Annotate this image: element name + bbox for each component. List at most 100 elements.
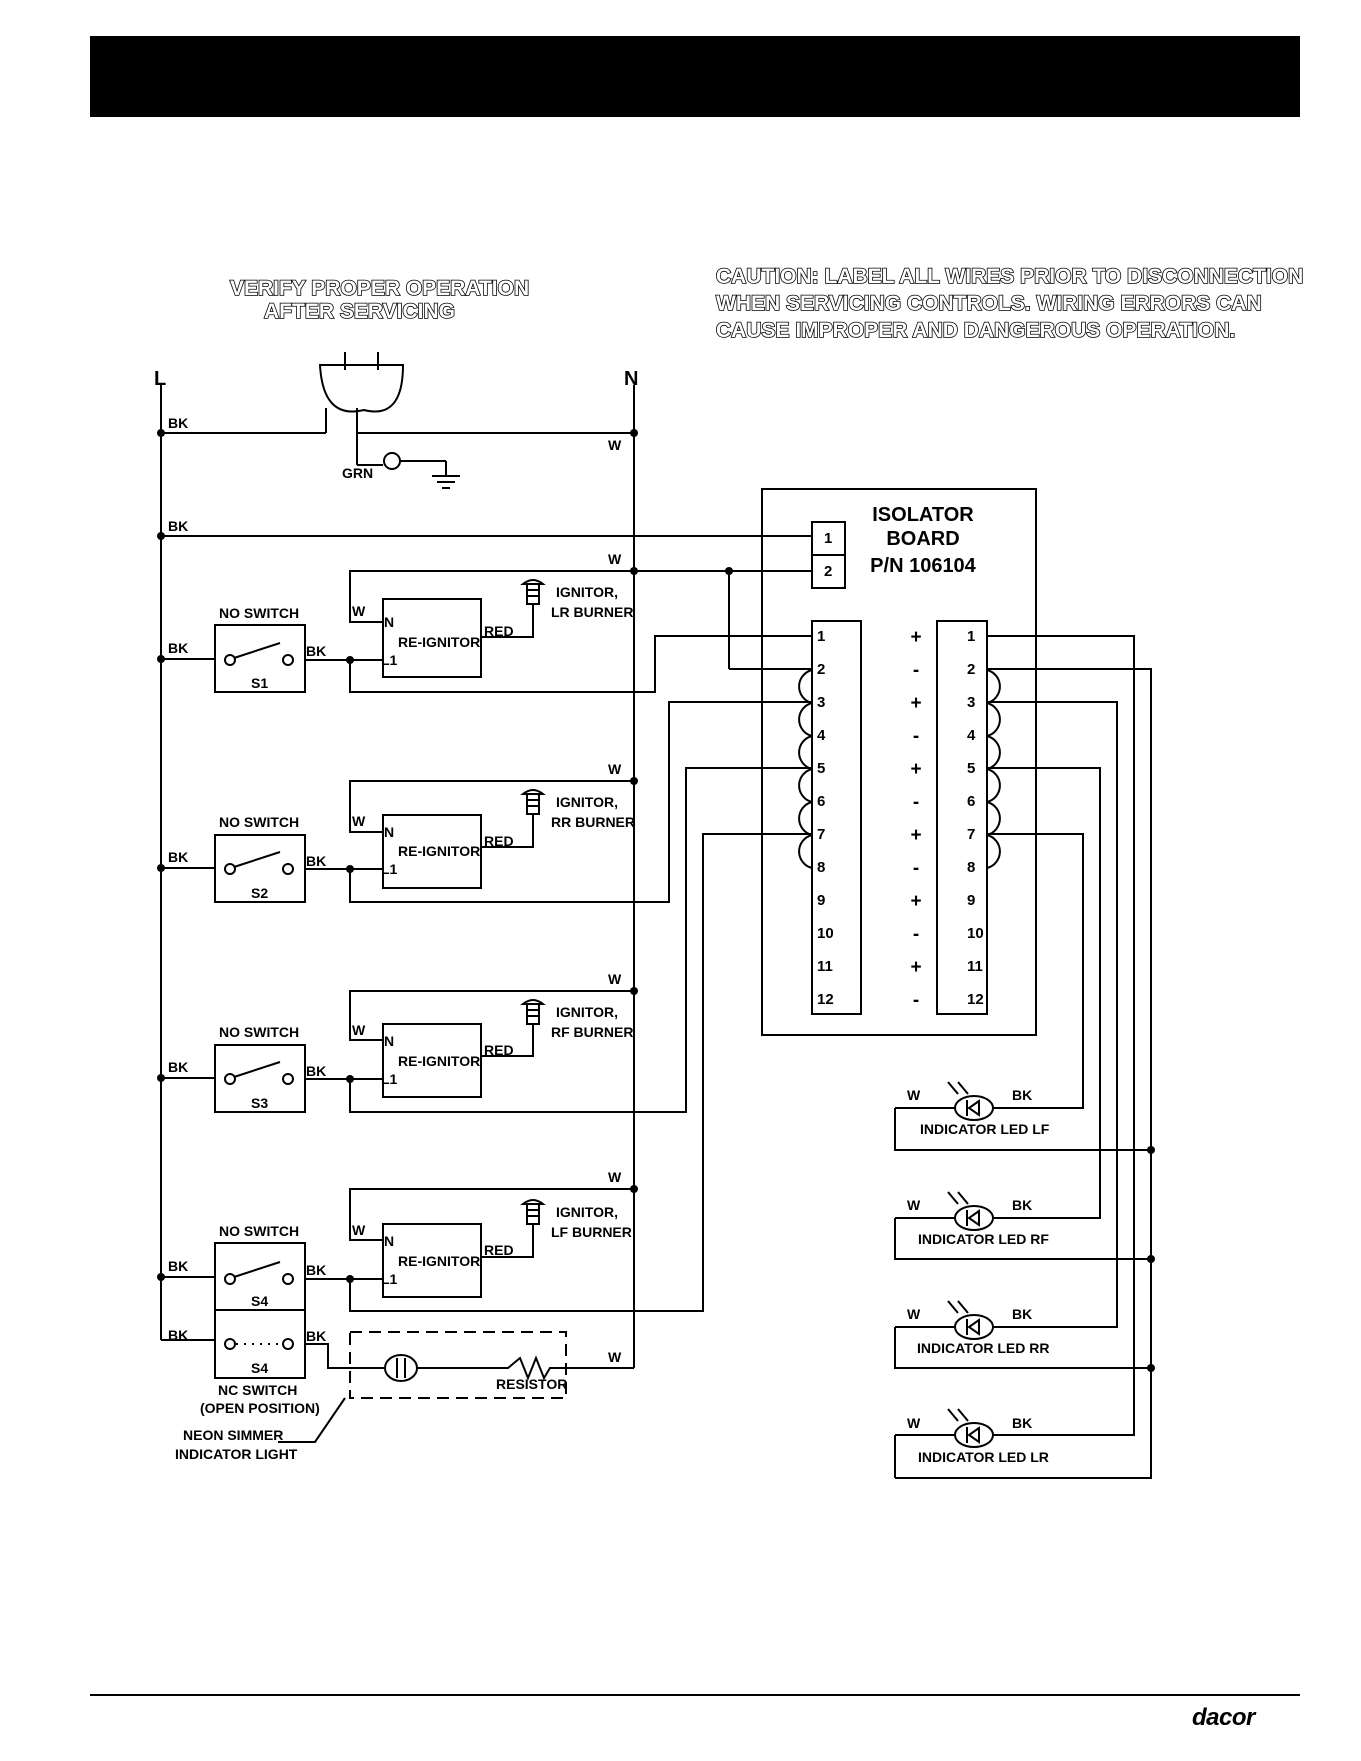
led-icon bbox=[947, 1191, 994, 1231]
ignitor-label: LF BURNER bbox=[551, 1224, 632, 1240]
reignitor-pin-n: N bbox=[384, 1233, 394, 1249]
wire-label: BK bbox=[306, 643, 326, 659]
right-terminal: 9 bbox=[967, 892, 975, 909]
reignitor-label: RE-IGNITOR bbox=[398, 1053, 480, 1069]
wiring-lines bbox=[160, 352, 1152, 1479]
ground-label: GRN bbox=[342, 465, 373, 481]
nc-switch-label: NC SWITCH bbox=[218, 1382, 297, 1398]
switch-name: S3 bbox=[251, 1095, 268, 1111]
isolator-part-number: P/N 106104 bbox=[870, 555, 977, 577]
left-terminal: 2 bbox=[817, 661, 825, 678]
wire-label: BK bbox=[306, 1063, 326, 1079]
polarity-mark: + bbox=[910, 627, 921, 648]
wire-label: BK bbox=[1012, 1306, 1032, 1322]
polarity-mark: + bbox=[910, 957, 921, 978]
reignitor-label: RE-IGNITOR bbox=[398, 634, 480, 650]
brand-logo: dacor bbox=[1192, 1704, 1255, 1731]
junction-dots bbox=[157, 429, 1155, 1372]
wire-label: BK bbox=[306, 1328, 326, 1344]
switch-type-label: NO SWITCH bbox=[219, 1223, 299, 1239]
ignitor-label: IGNITOR, bbox=[556, 1004, 618, 1020]
right-terminal: 4 bbox=[967, 727, 976, 744]
caution-note-line1: CAUTION: LABEL ALL WIRES PRIOR TO DISCON… bbox=[716, 265, 1303, 288]
polarity-mark: - bbox=[913, 792, 919, 813]
ignitor-icon bbox=[520, 579, 546, 605]
wire-label: RED bbox=[484, 1042, 514, 1058]
polarity-mark: - bbox=[913, 660, 919, 681]
led-icon bbox=[947, 1081, 994, 1121]
wire-label: W bbox=[352, 1022, 366, 1038]
left-terminal: 5 bbox=[817, 760, 825, 777]
left-terminal: 6 bbox=[817, 793, 825, 810]
left-terminal: 12 bbox=[817, 991, 834, 1008]
wire-label: W bbox=[352, 1222, 366, 1238]
ignitor-icon bbox=[520, 789, 546, 815]
caution-note-line3: CAUSE IMPROPER AND DANGEROUS OPERATION. bbox=[716, 319, 1235, 342]
wire-label: W bbox=[608, 551, 622, 567]
right-terminal: 12 bbox=[967, 991, 984, 1008]
polarity-mark: - bbox=[913, 990, 919, 1011]
wire-label: BK bbox=[168, 640, 188, 656]
led-icon bbox=[947, 1300, 994, 1340]
right-terminal: 2 bbox=[967, 661, 975, 678]
isolator-subtitle: BOARD bbox=[886, 528, 959, 550]
led-label-rr: INDICATOR LED RR bbox=[917, 1340, 1049, 1356]
reignitor-pin-l1: L1 bbox=[381, 652, 398, 668]
polarity-mark: - bbox=[913, 858, 919, 879]
right-terminal: 1 bbox=[967, 628, 975, 645]
switch-name: S1 bbox=[251, 675, 268, 691]
ignitor-icon bbox=[520, 1199, 546, 1225]
wire-label: BK bbox=[168, 1258, 188, 1274]
reignitor-pin-l1: L1 bbox=[381, 1271, 398, 1287]
left-terminal: 3 bbox=[817, 694, 825, 711]
reignitor-pin-n: N bbox=[384, 824, 394, 840]
switch-type-label: NO SWITCH bbox=[219, 1024, 299, 1040]
ignitor-label: RR BURNER bbox=[551, 814, 635, 830]
wire-label: RED bbox=[484, 1242, 514, 1258]
right-terminal: 3 bbox=[967, 694, 975, 711]
wire-label: RED bbox=[484, 623, 514, 639]
left-terminal: 7 bbox=[817, 826, 825, 843]
isolator-title: ISOLATOR bbox=[872, 504, 974, 526]
right-terminal: 11 bbox=[967, 958, 983, 975]
wire-label: W bbox=[907, 1415, 921, 1431]
input-terminal: 2 bbox=[824, 563, 832, 580]
nc-switch-position: (OPEN POSITION) bbox=[200, 1400, 320, 1416]
neon-bulb-icon bbox=[384, 1354, 418, 1382]
neon-simmer-label: NEON SIMMER bbox=[183, 1427, 283, 1443]
polarity-mark: - bbox=[913, 726, 919, 747]
ignitor-icon bbox=[520, 999, 546, 1025]
ignitor-label: IGNITOR, bbox=[556, 584, 618, 600]
wire-label: BK bbox=[306, 1262, 326, 1278]
reignitor-pin-n: N bbox=[384, 614, 394, 630]
right-terminal: 5 bbox=[967, 760, 975, 777]
switch-type-label: NO SWITCH bbox=[219, 814, 299, 830]
header-bar bbox=[90, 36, 1300, 117]
right-terminal: 7 bbox=[967, 826, 975, 843]
switch-name: S4 bbox=[251, 1293, 268, 1309]
reignitor-pin-l1: L1 bbox=[381, 1071, 398, 1087]
wire-label: BK bbox=[168, 518, 188, 534]
wire-label: W bbox=[608, 761, 622, 777]
wire-label: BK bbox=[1012, 1087, 1032, 1103]
wire-label: BK bbox=[1012, 1415, 1032, 1431]
resistor-label: RESISTOR bbox=[496, 1376, 567, 1392]
wire-label: W bbox=[352, 603, 366, 619]
ignitor-label: RF BURNER bbox=[551, 1024, 633, 1040]
wire-label: BK bbox=[168, 415, 188, 431]
wire-label: W bbox=[608, 971, 622, 987]
footer-rule bbox=[90, 1694, 1300, 1696]
neon-simmer-label: INDICATOR LIGHT bbox=[175, 1446, 298, 1462]
ignitor-label: LR BURNER bbox=[551, 604, 633, 620]
wire-label: W bbox=[608, 1169, 622, 1185]
polarity-mark: - bbox=[913, 924, 919, 945]
wire-label: BK bbox=[1012, 1197, 1032, 1213]
wire-label: W bbox=[907, 1087, 921, 1103]
polarity-mark: + bbox=[910, 759, 921, 780]
wire-label: W bbox=[608, 1349, 622, 1365]
verify-note-line2: AFTER SERVICING bbox=[264, 300, 455, 323]
reignitor-pin-n: N bbox=[384, 1033, 394, 1049]
